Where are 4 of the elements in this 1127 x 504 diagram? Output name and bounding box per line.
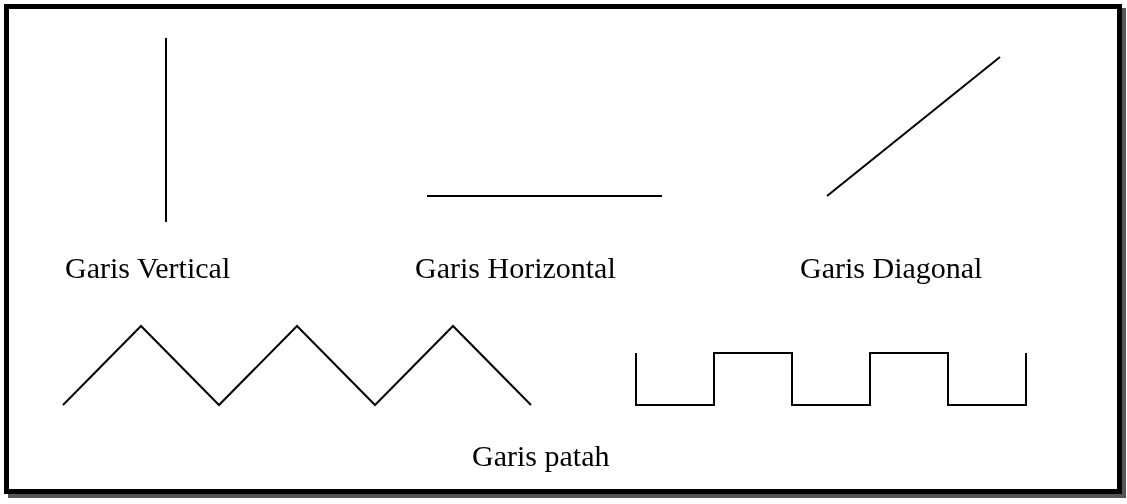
line-caption: Garis Diagonal	[800, 250, 983, 286]
line-caption: Garis Horizontal	[415, 250, 616, 286]
line-caption: Garis Vertical	[65, 250, 231, 286]
line-caption: Garis patah	[472, 438, 610, 474]
